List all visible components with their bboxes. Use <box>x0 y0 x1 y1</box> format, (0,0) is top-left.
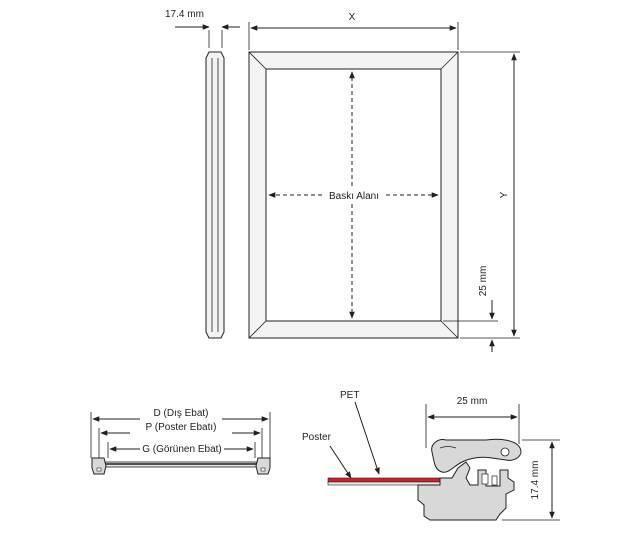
side-view <box>175 24 240 339</box>
border-width-label: 25 mm <box>478 266 489 297</box>
pet-label: PET <box>340 390 359 401</box>
width-label: X <box>349 12 356 23</box>
outer-size-label: D (Dış Ebat) <box>153 408 208 419</box>
poster-size-label: P (Poster Ebatı) <box>146 422 217 433</box>
front-view <box>248 22 520 352</box>
visible-size-label: G (Görünen Ebat) <box>142 444 221 455</box>
cross-section <box>90 412 271 475</box>
profile-detail <box>327 401 560 521</box>
profile-width-label: 25 mm <box>457 396 488 407</box>
side-thickness-label: 17.4 mm <box>165 9 204 20</box>
poster-label: Poster <box>302 432 332 443</box>
height-label: Y <box>499 191 510 198</box>
print-area-label: Baskı Alanı <box>329 191 379 202</box>
profile-height-label: 17.4 mm <box>530 461 541 500</box>
